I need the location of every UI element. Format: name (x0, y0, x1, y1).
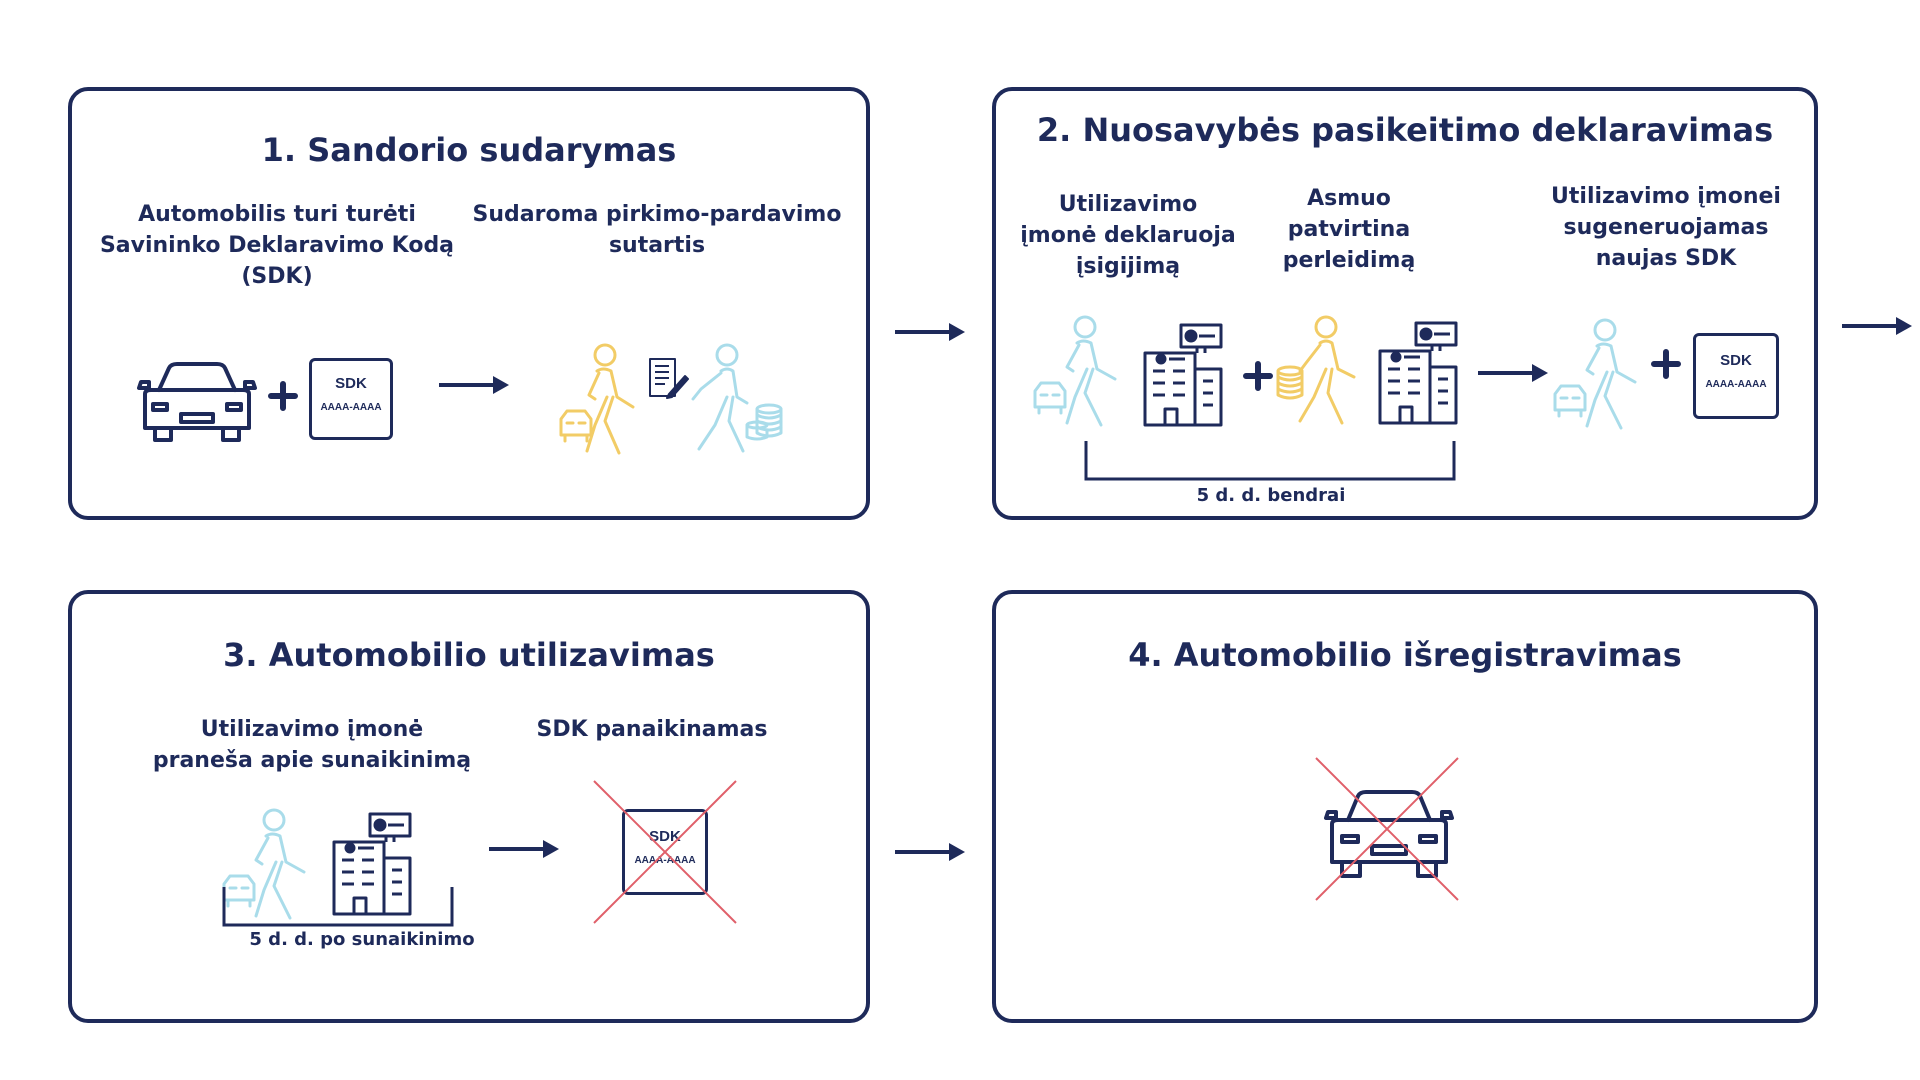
cross-out-icon (593, 780, 737, 924)
duration-bracket (1084, 441, 1456, 481)
arrow-right-icon (439, 376, 509, 394)
plus-icon (1651, 349, 1681, 379)
sdk-card-icon: SDK AAAA-AAAA (1693, 333, 1779, 419)
contract-icon (649, 358, 689, 399)
seller-icon (691, 343, 783, 453)
step-4-panel: 4. Automobilio išregistravimas (992, 590, 1818, 1023)
step-2-panel: 2. Nuosavybės pasikeitimo deklaravimas U… (992, 87, 1818, 520)
step-3-panel: 3. Automobilio utilizavimas Utilizavimo … (68, 590, 870, 1023)
arrow-step-1-to-2 (895, 323, 965, 341)
arrow-step-2-out (1842, 317, 1912, 335)
duration-bracket (222, 887, 454, 927)
step-1-title: 1. Sandorio sudarymas (261, 131, 677, 169)
step-1-panel: 1. Sandorio sudarymas Automobilis turi t… (68, 87, 870, 520)
step-2-title: 2. Nuosavybės pasikeitimo deklaravimas (1036, 111, 1774, 149)
company-building-icon (1143, 323, 1223, 427)
sdk-card-title: SDK (335, 375, 367, 392)
sdk-card-icon: SDK AAAA-AAAA (309, 358, 393, 440)
cross-out-icon (1315, 757, 1459, 901)
car-icon (137, 362, 257, 442)
step-2-label-a: Utilizavimo įmonė deklaruoja įsigijimą (1020, 192, 1236, 279)
step-3-title: 3. Automobilio utilizavimas (223, 636, 715, 674)
plus-icon (1243, 361, 1273, 391)
sdk-card-code: AAAA-AAAA (320, 402, 382, 413)
walker-with-car-icon (1553, 318, 1637, 430)
company-building-icon (332, 812, 412, 916)
sdk-card-code: AAAA-AAAA (634, 855, 696, 866)
sdk-card-code: AAAA-AAAA (1705, 379, 1767, 390)
arrow-right-icon (489, 840, 559, 858)
arrow-step-3-to-4 (895, 843, 965, 861)
arrow-right-icon (1478, 364, 1548, 382)
car-icon (1324, 790, 1454, 878)
sdk-card-icon: SDK AAAA-AAAA (622, 809, 708, 895)
step-1-left-label: Automobilis turi turėti Savininko Deklar… (99, 202, 455, 289)
step-1-right-label: Sudaroma pirkimo-pardavimo sutartis (472, 202, 842, 258)
step-3-bracket-label: 5 d. d. po sunaikinimo (249, 929, 475, 950)
person-with-coins-icon (1276, 315, 1356, 425)
walker-with-car-icon (222, 808, 306, 920)
buyer-icon (559, 343, 635, 455)
step-3-left-label: Utilizavimo įmonė praneša apie sunaikini… (152, 717, 472, 773)
step-2-label-c: Utilizavimo įmonei sugeneruojamas naujas… (1551, 184, 1781, 271)
step-3-right-label: SDK panaikinamas (536, 717, 768, 742)
sdk-card-title: SDK (1720, 352, 1752, 369)
walker-with-car-icon (1033, 315, 1117, 427)
company-building-icon (1378, 321, 1458, 425)
plus-icon (268, 381, 298, 411)
step-4-title: 4. Automobilio išregistravimas (1128, 636, 1682, 674)
step-2-bracket-label: 5 d. d. bendrai (1196, 485, 1346, 506)
step-2-label-b: Asmuo patvirtina perleidimą (1282, 186, 1416, 273)
sdk-card-title: SDK (649, 828, 681, 845)
